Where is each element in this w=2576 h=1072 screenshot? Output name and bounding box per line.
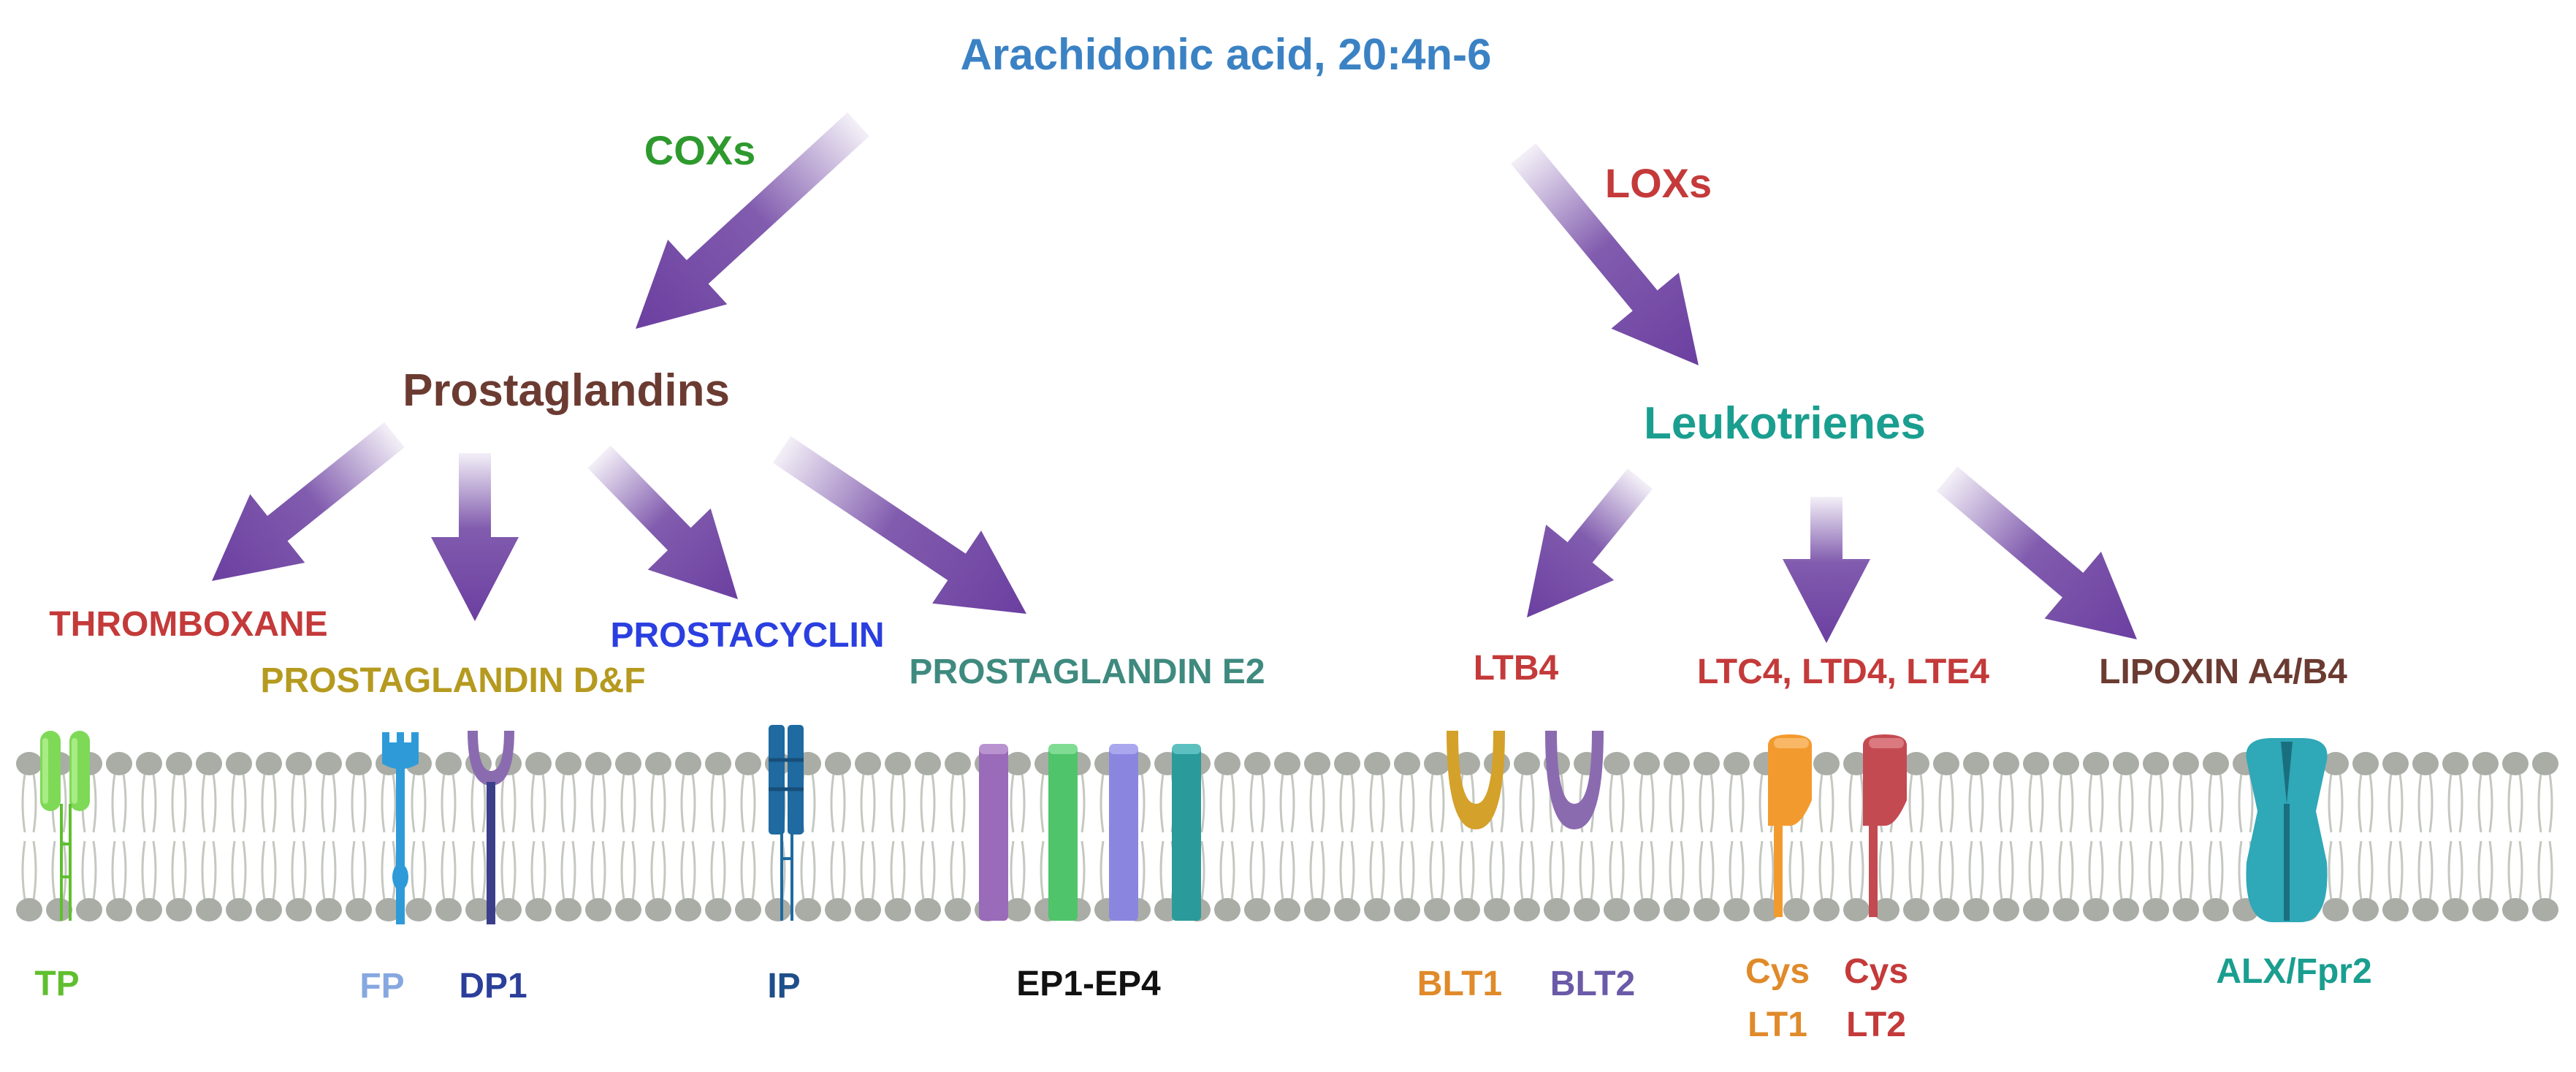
prostaglandin-e2-label: PROSTAGLANDIN E2 [909,653,1265,691]
prostaglandin-df-label: PROSTAGLANDIN D&F [260,661,645,700]
ip-receptor-label: IP [767,967,800,1006]
dp1-receptor-label: DP1 [459,967,527,1006]
cyslt1-receptor-icon [1768,734,1812,917]
arrow-to-cyslt [1783,497,1870,643]
arrow-to-prostacyclin [587,445,738,599]
ep-receptors-icon [979,744,1201,921]
arrow-to-prostaglandin-df [431,453,519,621]
blt2-receptor-label: BLT2 [1550,965,1635,1003]
cox-enzyme-label: COXs [644,127,756,173]
cyslt1-receptor-label-line2: LT1 [1748,1006,1807,1044]
tp-receptor-label: TP [34,965,79,1003]
alx-fpr2-receptor-label: ALX/Fpr2 [2216,952,2371,991]
fp-receptor-label: FP [359,967,404,1006]
receptor-shapes [40,725,2328,924]
alx-fpr2-receptor-icon [2246,738,2328,922]
arrow-to-thromboxane [212,422,405,581]
arrow-to-lipoxin [1936,466,2138,640]
arrow-to-prostaglandin-e2 [772,436,1027,615]
cyslt2-receptor-label-line2: LT2 [1846,1006,1906,1044]
cyslt-ligands-label: LTC4, LTD4, LTE4 [1697,653,1989,691]
dp1-receptor-icon [468,731,514,924]
fp-receptor-icon [382,732,419,924]
prostacyclin-label: PROSTACYCLIN [610,616,884,655]
tp-receptor-icon [40,731,90,921]
ip-receptor-icon [769,725,804,921]
cyslt2-receptor-label-line1: Cys [1844,952,1908,991]
arrow-to-prostaglandins [636,112,869,329]
blt1-receptor-icon [1447,731,1505,829]
thromboxane-label: THROMBOXANE [49,605,327,644]
prostaglandins-label: Prostaglandins [403,365,730,416]
pathway-arrows [212,112,2138,643]
ltb4-label: LTB4 [1474,649,1559,688]
arachidonic-acid-label: Arachidonic acid, 20:4n-6 [961,30,1492,79]
leukotrienes-label: Leukotrienes [1644,398,1926,449]
lipoxin-label: LIPOXIN A4/B4 [2099,653,2347,691]
cyslt2-receptor-icon [1863,734,1907,917]
blt2-receptor-icon [1545,731,1604,829]
blt1-receptor-label: BLT1 [1417,965,1502,1003]
lox-enzyme-label: LOXs [1605,160,1712,206]
cyslt1-receptor-label-line1: Cys [1745,952,1810,991]
arrow-to-leukotrienes [1511,142,1699,366]
arrow-to-ltb4 [1527,468,1653,618]
ep-receptors-label: EP1-EP4 [1016,965,1161,1003]
